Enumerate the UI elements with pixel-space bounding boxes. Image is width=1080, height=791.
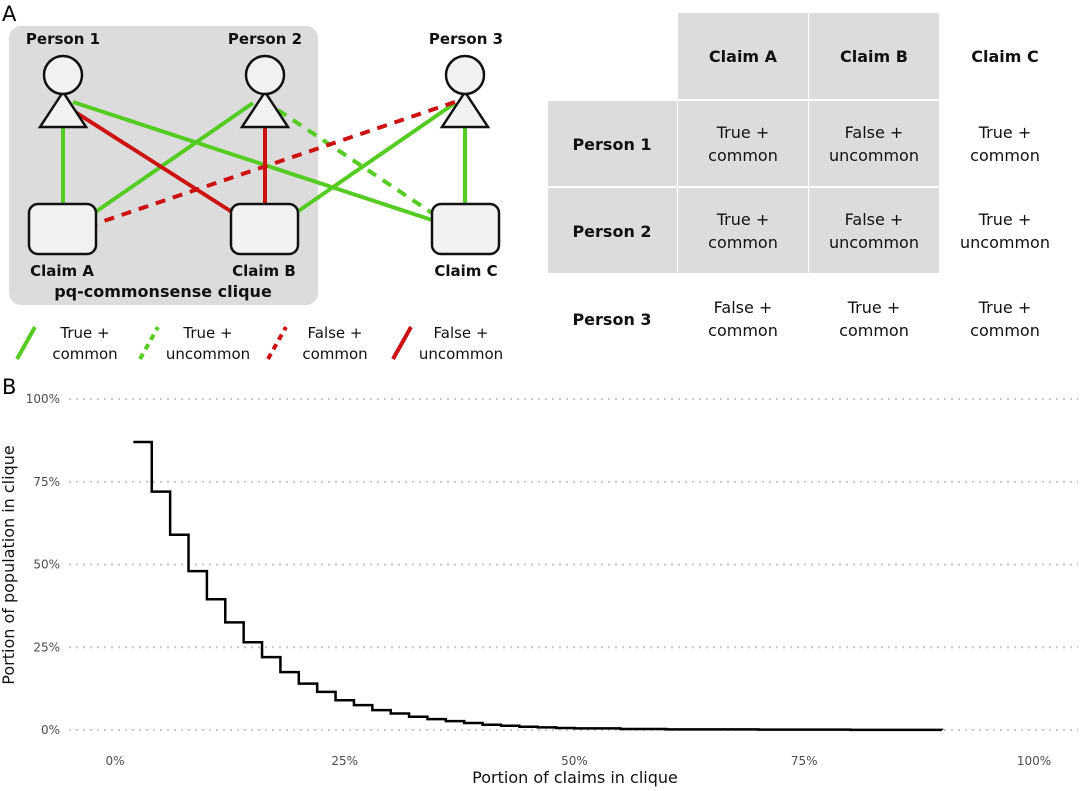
y-tick-labels: 0% 25% 50% 75% 100% — [26, 392, 60, 737]
legend-line1: False + — [434, 324, 489, 342]
claim-c-box — [430, 202, 501, 256]
row-header: Person 1 — [572, 135, 651, 154]
person-2-icon — [239, 54, 291, 129]
edge-person3-claimA — [94, 100, 456, 226]
edge-legend: True + common True + uncommon False + co… — [15, 324, 503, 363]
y-tick-label: 100% — [26, 392, 60, 406]
table-cell-line1: True + — [847, 298, 900, 317]
legend-item-true-common: True + common — [15, 324, 118, 363]
cell-p1-b — [809, 101, 939, 186]
table-cell-line2: common — [970, 321, 1040, 340]
table-cell-line2: uncommon — [829, 233, 919, 252]
edge-person1-claimC — [72, 100, 433, 222]
edge-person1-claimB — [70, 108, 234, 214]
y-tick-label: 0% — [41, 723, 60, 737]
person-1-label: Person 1 — [26, 30, 100, 48]
legend-swatch — [391, 326, 413, 360]
table-cell-line1: True + — [716, 210, 769, 229]
person-3-label: Person 3 — [429, 30, 503, 48]
column-header: Claim C — [971, 47, 1039, 66]
column-header: Claim B — [840, 47, 908, 66]
edge-person3-claimB — [295, 101, 457, 214]
x-tick-label: 0% — [105, 754, 124, 768]
row-header-cell-person-2 — [548, 188, 677, 273]
step-chart: 0% 25% 50% 75% 100% 0% 25% 50% 75% 100% Portion … — [0, 392, 1078, 787]
table-cell-line2: uncommon — [960, 233, 1050, 252]
table-cell-line2: uncommon — [829, 146, 919, 165]
y-tick-label: 25% — [33, 640, 60, 654]
x-tick-label: 75% — [791, 754, 818, 768]
claim-a-label: Claim A — [30, 262, 94, 280]
y-axis-title: Portion of population in clique — [0, 445, 18, 684]
legend-line2: common — [52, 345, 117, 363]
claim-b-label: Claim B — [232, 262, 296, 280]
table-cell-line1: False + — [845, 210, 904, 229]
grid-lines — [69, 398, 1078, 731]
y-tick-label: 75% — [33, 475, 60, 489]
legend-swatch — [138, 326, 160, 360]
cell-p1-a — [678, 101, 808, 186]
table-cell-line1: True + — [978, 298, 1031, 317]
table-cell-line2: common — [708, 146, 778, 165]
x-tick-labels: 0% 25% 50% 75% 100% — [105, 754, 1051, 768]
legend-line1: False + — [308, 324, 363, 342]
legend-swatch — [15, 326, 37, 360]
row-header: Person 2 — [572, 222, 651, 241]
row-header: Person 3 — [572, 310, 651, 329]
header-cell-claim-a — [678, 13, 808, 99]
column-header: Claim A — [709, 47, 778, 66]
table-cell-line2: common — [708, 321, 778, 340]
table-cell-line2: common — [839, 321, 909, 340]
person-3-icon — [439, 54, 491, 129]
x-axis-title: Portion of claims in clique — [472, 768, 678, 787]
y-tick-label: 50% — [33, 558, 60, 572]
claim-c-label: Claim C — [434, 262, 497, 280]
table-cell-line1: False + — [714, 298, 773, 317]
header-cell-claim-b — [809, 13, 939, 99]
legend-line1: True + — [182, 324, 232, 342]
legend-line2: uncommon — [419, 345, 503, 363]
table-cell-line1: True + — [716, 123, 769, 142]
legend-line1: True + — [59, 324, 109, 342]
table-cell-line1: False + — [845, 123, 904, 142]
clique-label: pq-commonsense clique — [54, 282, 272, 301]
legend-item-true-uncommon: True + uncommon — [138, 324, 250, 363]
diagram-edges — [61, 100, 467, 226]
person-2-label: Person 2 — [228, 30, 302, 48]
x-tick-label: 25% — [331, 754, 358, 768]
legend-swatch — [266, 326, 288, 360]
claim-a-box — [27, 202, 98, 256]
legend-line2: uncommon — [166, 345, 250, 363]
person-1-icon — [37, 54, 89, 129]
series-line — [133, 440, 944, 732]
edge-person2-claimA — [92, 101, 255, 215]
legend-line2: common — [302, 345, 367, 363]
claim-b-box — [229, 202, 300, 256]
clique-diagram: Person 1 Person 2 Person 3 Claim A Claim… — [9, 26, 503, 305]
panel-a-label: A — [2, 2, 17, 26]
cell-p2-a — [678, 188, 808, 273]
panel-b-label: B — [2, 375, 16, 399]
table-cell-line1: True + — [978, 123, 1031, 142]
x-tick-label: 100% — [1017, 754, 1051, 768]
table-cell-line2: common — [708, 233, 778, 252]
legend-item-false-common: False + common — [266, 324, 368, 363]
cell-p2-b — [809, 188, 939, 273]
edge-person2-claimC — [276, 108, 434, 215]
table-cell-line1: True + — [978, 210, 1031, 229]
table-cell-line2: common — [970, 146, 1040, 165]
row-header-cell-person-1 — [548, 101, 677, 186]
claims-table: Claim A Claim B Claim C Person 1 Person … — [548, 13, 1050, 340]
legend-item-false-uncommon: False + uncommon — [391, 324, 503, 363]
x-tick-label: 50% — [561, 754, 588, 768]
